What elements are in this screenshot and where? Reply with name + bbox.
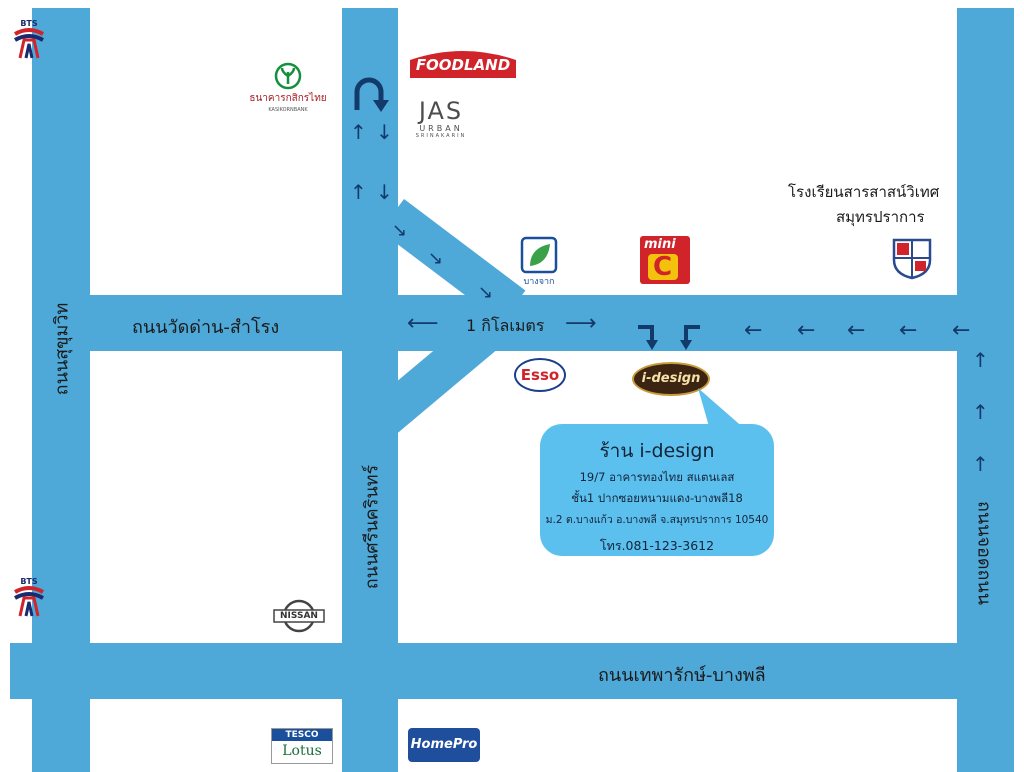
svg-text:BTS: BTS <box>20 19 38 28</box>
homepro-name: HomePro <box>410 737 478 752</box>
mini-text: mini <box>644 237 676 252</box>
callout-pointer <box>698 388 746 430</box>
kasikornbank-thai-name: ธนาคารกสิกรไทย <box>249 93 327 104</box>
down-arrow-icon: ↓ <box>376 180 393 204</box>
left-arrow-icon: ← <box>797 318 816 343</box>
big-c-letter: C <box>653 252 673 282</box>
nissan-logo: NISSAN <box>272 598 326 634</box>
bangchak-logo: บางจาก <box>518 236 560 287</box>
u-turn-icon <box>354 77 389 112</box>
diagonal-arrow-icon: ↘ <box>478 282 494 303</box>
up-arrow-icon: ↑ <box>972 400 989 424</box>
diagonal-arrow-icon: ↘ <box>428 248 444 269</box>
left-arrow-icon: ← <box>847 318 866 343</box>
up-arrow-icon: ↑ <box>972 452 989 476</box>
bts-logo-icon: BTS <box>12 576 46 620</box>
store-callout: ร้าน i-design 19/7 อาคารทองไทย สแตนเลส ช… <box>540 424 774 556</box>
svg-text:BTS: BTS <box>20 577 38 586</box>
road-label-wat-dan-samrong: ถนนวัดด่าน-สำโรง <box>132 317 280 338</box>
jas-urban-logo: JAS URBAN SRINAKARIN <box>410 98 472 150</box>
school-name-line1: โรงเรียนสารสาสน์วิเทศ <box>788 183 940 201</box>
distance-label: 1 กิโลเมตร <box>466 316 545 335</box>
store-phone: โทร.081-123-3612 <box>599 538 715 553</box>
distance-right-arrow: ⟶ <box>565 311 597 336</box>
esso-name: Esso <box>520 366 560 384</box>
i-design-logo: i-design <box>632 362 710 396</box>
road-label-sukhumvit: ถนนสุขุมวิท <box>51 302 73 396</box>
kasikornbank-leaf-icon <box>274 62 302 90</box>
store-address-line3: ม.2 ต.บางแก้ว อ.บางพลี จ.สมุทรปราการ 105… <box>545 514 769 526</box>
down-arrow-icon: ↓ <box>376 120 393 144</box>
kasikornbank-logo: ธนาคารกสิกรไทย KASIKORNBANK <box>246 62 330 118</box>
tesco-lotus-logo: TESCO Lotus <box>271 728 333 764</box>
road-label-srinakarin: ถนนศรีนครินทร์ <box>361 464 383 590</box>
school-name-line2: สมุทรปราการ <box>836 208 925 226</box>
bts-logo-icon: BTS <box>12 18 46 62</box>
up-arrow-icon: ↑ <box>350 180 367 204</box>
left-arrow-icon: ← <box>899 318 918 343</box>
turn-right-down-icon <box>638 325 658 350</box>
jas-urban: URBAN <box>419 124 463 133</box>
distance-left-arrow: ⟵ <box>407 311 439 336</box>
kasikornbank-english-name: KASIKORNBANK <box>268 107 308 113</box>
nissan-name: NISSAN <box>280 611 318 621</box>
mini-big-c-logo: mini C <box>640 236 690 284</box>
esso-logo: Esso <box>514 358 566 392</box>
i-design-logo-text: i-design <box>641 371 701 386</box>
bangchak-leaf-icon <box>520 236 558 274</box>
road-label-thepharak: ถนนเทพารักษ์-บางพลี <box>598 665 766 686</box>
foodland-logo: FOODLAND <box>408 46 518 80</box>
diagonal-arrow-icon: ↘ <box>392 220 408 241</box>
road-wat-dan-samrong <box>32 295 1014 351</box>
school-crest-icon <box>892 238 932 280</box>
foodland-name: FOODLAND <box>415 56 511 74</box>
lotus-name: Lotus <box>282 743 322 759</box>
store-name: ร้าน i-design <box>599 440 715 462</box>
turn-left-down-icon <box>680 325 700 350</box>
road-thepharak-bang-phli <box>10 643 1014 699</box>
store-address-line1: 19/7 อาคารทองไทย สแตนเลส <box>579 470 735 484</box>
store-address-line2: ชั้น1 ปากซอยหนามแดง-บางพลี18 <box>571 491 743 505</box>
up-arrow-icon: ↑ <box>972 348 989 372</box>
jas-srinakarin: SRINAKARIN <box>415 133 467 139</box>
left-arrow-icon: ← <box>744 318 763 343</box>
left-arrow-icon: ← <box>952 318 971 343</box>
up-arrow-icon: ↑ <box>350 120 367 144</box>
bangchak-name: บางจาก <box>523 277 555 287</box>
homepro-logo: HomePro <box>408 728 480 762</box>
jas-name: JAS <box>418 97 464 125</box>
road-label-right: ถนนจอดถนน <box>973 500 995 606</box>
tesco-name: TESCO <box>272 729 332 741</box>
